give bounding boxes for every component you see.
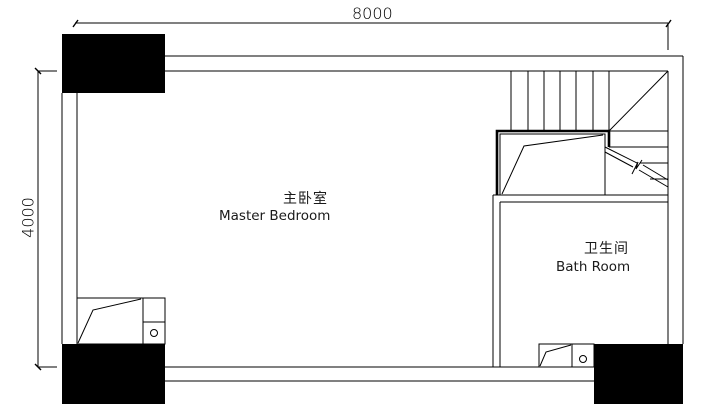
column-top-left: [62, 34, 165, 93]
column-bottom-left: [62, 344, 165, 404]
bathroom-fixture: [538, 343, 595, 368]
dimension-height-label: 4000: [18, 197, 38, 238]
room-label-bathroom-en: Bath Room: [556, 259, 631, 275]
room-label-master-bedroom-en: Master Bedroom: [219, 208, 331, 224]
dimension-vertical: [34, 67, 57, 371]
staircase: [510, 70, 669, 188]
stair-storage: [495, 129, 611, 196]
column-bottom-right: [594, 344, 683, 404]
dimension-width-label: 8000: [352, 4, 393, 23]
structural-columns: [62, 34, 683, 404]
exterior-walls: [61, 55, 684, 382]
room-label-master-bedroom-zh: 主卧室: [283, 191, 328, 207]
bedroom-cabinet: [76, 297, 166, 345]
room-label-bathroom-zh: 卫生间: [584, 241, 629, 257]
dimension-horizontal: [72, 19, 672, 50]
bathroom-walls: [492, 194, 668, 367]
